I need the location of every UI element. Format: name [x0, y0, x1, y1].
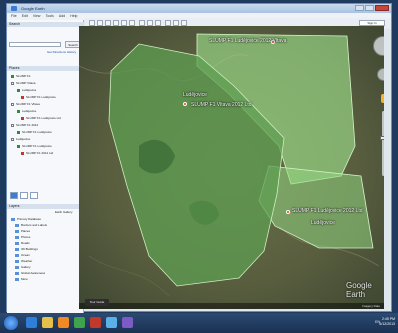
map-label[interactable]: Ludějovice [183, 92, 207, 98]
list-item[interactable]: Places [15, 229, 30, 234]
map-label[interactable]: SLUMP F1 Ludějovice 2012 Vltava [209, 38, 287, 44]
explorer-icon[interactable] [42, 317, 53, 328]
menu-tools[interactable]: Tools [45, 14, 54, 18]
tour-guide-button[interactable]: Tour Guide [85, 299, 109, 306]
window-title: Google Earth [21, 6, 45, 11]
places-toggle-button[interactable] [10, 192, 18, 199]
list-item[interactable]: SLUMP F1 Vltava [11, 102, 40, 107]
taskbar: EN 2:45 PM 6/12/2013 [0, 313, 398, 333]
list-item[interactable]: Primary Database [11, 217, 41, 222]
list-item[interactable]: SLUMP Vltava [11, 81, 35, 86]
places-down-button[interactable] [30, 192, 38, 199]
clock-date: 6/12/2013 [379, 322, 395, 326]
planet-icon[interactable] [155, 20, 161, 26]
list-item[interactable]: Photos [15, 235, 30, 240]
list-item[interactable]: SLUMP F1 Ludějovice Ltd [21, 116, 61, 121]
menu-view[interactable]: View [32, 14, 41, 18]
close-button[interactable] [375, 5, 389, 11]
zoom-slider[interactable] [382, 111, 384, 176]
placemark-icon[interactable] [97, 20, 103, 26]
imagery-date: Imagery Date [361, 304, 380, 308]
sidebar-toggle-icon[interactable] [89, 20, 95, 26]
places-nav [10, 192, 38, 199]
list-item[interactable]: Roads [15, 241, 30, 246]
menu-add[interactable]: Add [58, 14, 66, 18]
map-label[interactable]: Ludějovice [311, 220, 335, 226]
map-view[interactable]: SLUMP F1 Ludějovice 2012 Vltava Ludějovi… [79, 26, 384, 309]
search-section-header[interactable]: Search [7, 22, 84, 27]
list-item[interactable]: 3D Buildings [15, 247, 38, 252]
map-status-bar: Imagery Date [79, 303, 384, 309]
list-item[interactable]: SLUMP F1 2012 [11, 123, 38, 128]
clock[interactable]: 2:45 PM 6/12/2013 [379, 317, 395, 327]
polygon-area-west [108, 43, 285, 287]
list-item[interactable]: SLUMP F1 Ludějovice [21, 95, 56, 100]
email-icon[interactable] [173, 20, 179, 26]
clock-time: 2:45 PM [381, 317, 395, 321]
maximize-button[interactable] [365, 5, 374, 11]
placemark-icon[interactable] [183, 102, 187, 106]
search-input[interactable] [9, 42, 61, 47]
list-item[interactable]: Gallery [15, 265, 31, 270]
list-item[interactable]: Borders and Labels [15, 223, 47, 228]
search-links[interactable]: Get Directions History [47, 50, 77, 54]
placemark-icon[interactable] [286, 210, 290, 214]
polygon-icon[interactable] [105, 20, 111, 26]
places-up-button[interactable] [20, 192, 28, 199]
ie-icon[interactable] [26, 317, 37, 328]
earth-icon [11, 6, 17, 11]
tray-language[interactable]: EN [375, 320, 380, 324]
acrobat-icon[interactable] [90, 317, 101, 328]
list-item[interactable]: Ludějovice [17, 88, 36, 93]
list-item[interactable]: Global Awareness [15, 271, 45, 276]
toolbar: Sign In [85, 18, 391, 29]
list-item[interactable]: Ludějovice [11, 137, 30, 142]
map-label[interactable]: SLUMP F1 Ludějovice 2012 Ltd [292, 208, 363, 214]
look-joystick-icon[interactable] [377, 68, 384, 81]
zoom-slider-handle[interactable] [380, 136, 384, 140]
menu-bar: File Edit View Tools Add Help [7, 13, 391, 20]
sign-in-button[interactable]: Sign In [359, 20, 385, 26]
menu-file[interactable]: File [11, 14, 17, 18]
windows-start-icon[interactable] [4, 316, 18, 330]
google-earth-task-icon[interactable] [106, 317, 117, 328]
path-icon[interactable] [113, 20, 119, 26]
layers-section-header[interactable]: Layers [7, 204, 84, 209]
places-section-header[interactable]: Places [7, 66, 84, 71]
media-player-icon[interactable] [58, 317, 69, 328]
list-item[interactable]: Ocean [15, 253, 30, 258]
list-item[interactable]: Weather [15, 259, 32, 264]
list-item[interactable]: SLUMP F1 Ludějovice [17, 130, 52, 135]
list-item[interactable]: Ludějovice [17, 109, 36, 114]
ruler-icon[interactable] [165, 20, 171, 26]
chrome-icon[interactable] [74, 317, 85, 328]
earth-gallery-link[interactable]: Earth Gallery [55, 210, 73, 214]
list-item[interactable]: SLUMP F1 Ludějovice [17, 144, 52, 149]
menu-help[interactable]: Help [70, 14, 78, 18]
overlay-icon[interactable] [121, 20, 127, 26]
map-label[interactable]: SLUMP F1 Vltava 2012 Ltd [191, 102, 252, 108]
google-earth-logo: Google Earth [346, 281, 372, 299]
list-item[interactable]: More [15, 277, 28, 282]
title-bar: Google Earth [7, 4, 391, 13]
left-panel: Search Search Get Directions History Pla… [7, 20, 84, 313]
record-tour-icon[interactable] [129, 20, 135, 26]
list-item[interactable]: SLUMP F1 [11, 74, 31, 79]
history-icon[interactable] [139, 20, 145, 26]
print-icon[interactable] [181, 20, 187, 26]
pegman-icon[interactable] [381, 94, 384, 103]
satellite-imagery [79, 26, 384, 309]
placemark-icon[interactable] [271, 40, 275, 44]
list-item[interactable]: SLUMP F1 2012 Ltd [21, 151, 53, 156]
minimize-button[interactable] [355, 5, 364, 11]
sun-icon[interactable] [147, 20, 153, 26]
menu-edit[interactable]: Edit [21, 14, 28, 18]
paint-icon[interactable] [122, 317, 133, 328]
